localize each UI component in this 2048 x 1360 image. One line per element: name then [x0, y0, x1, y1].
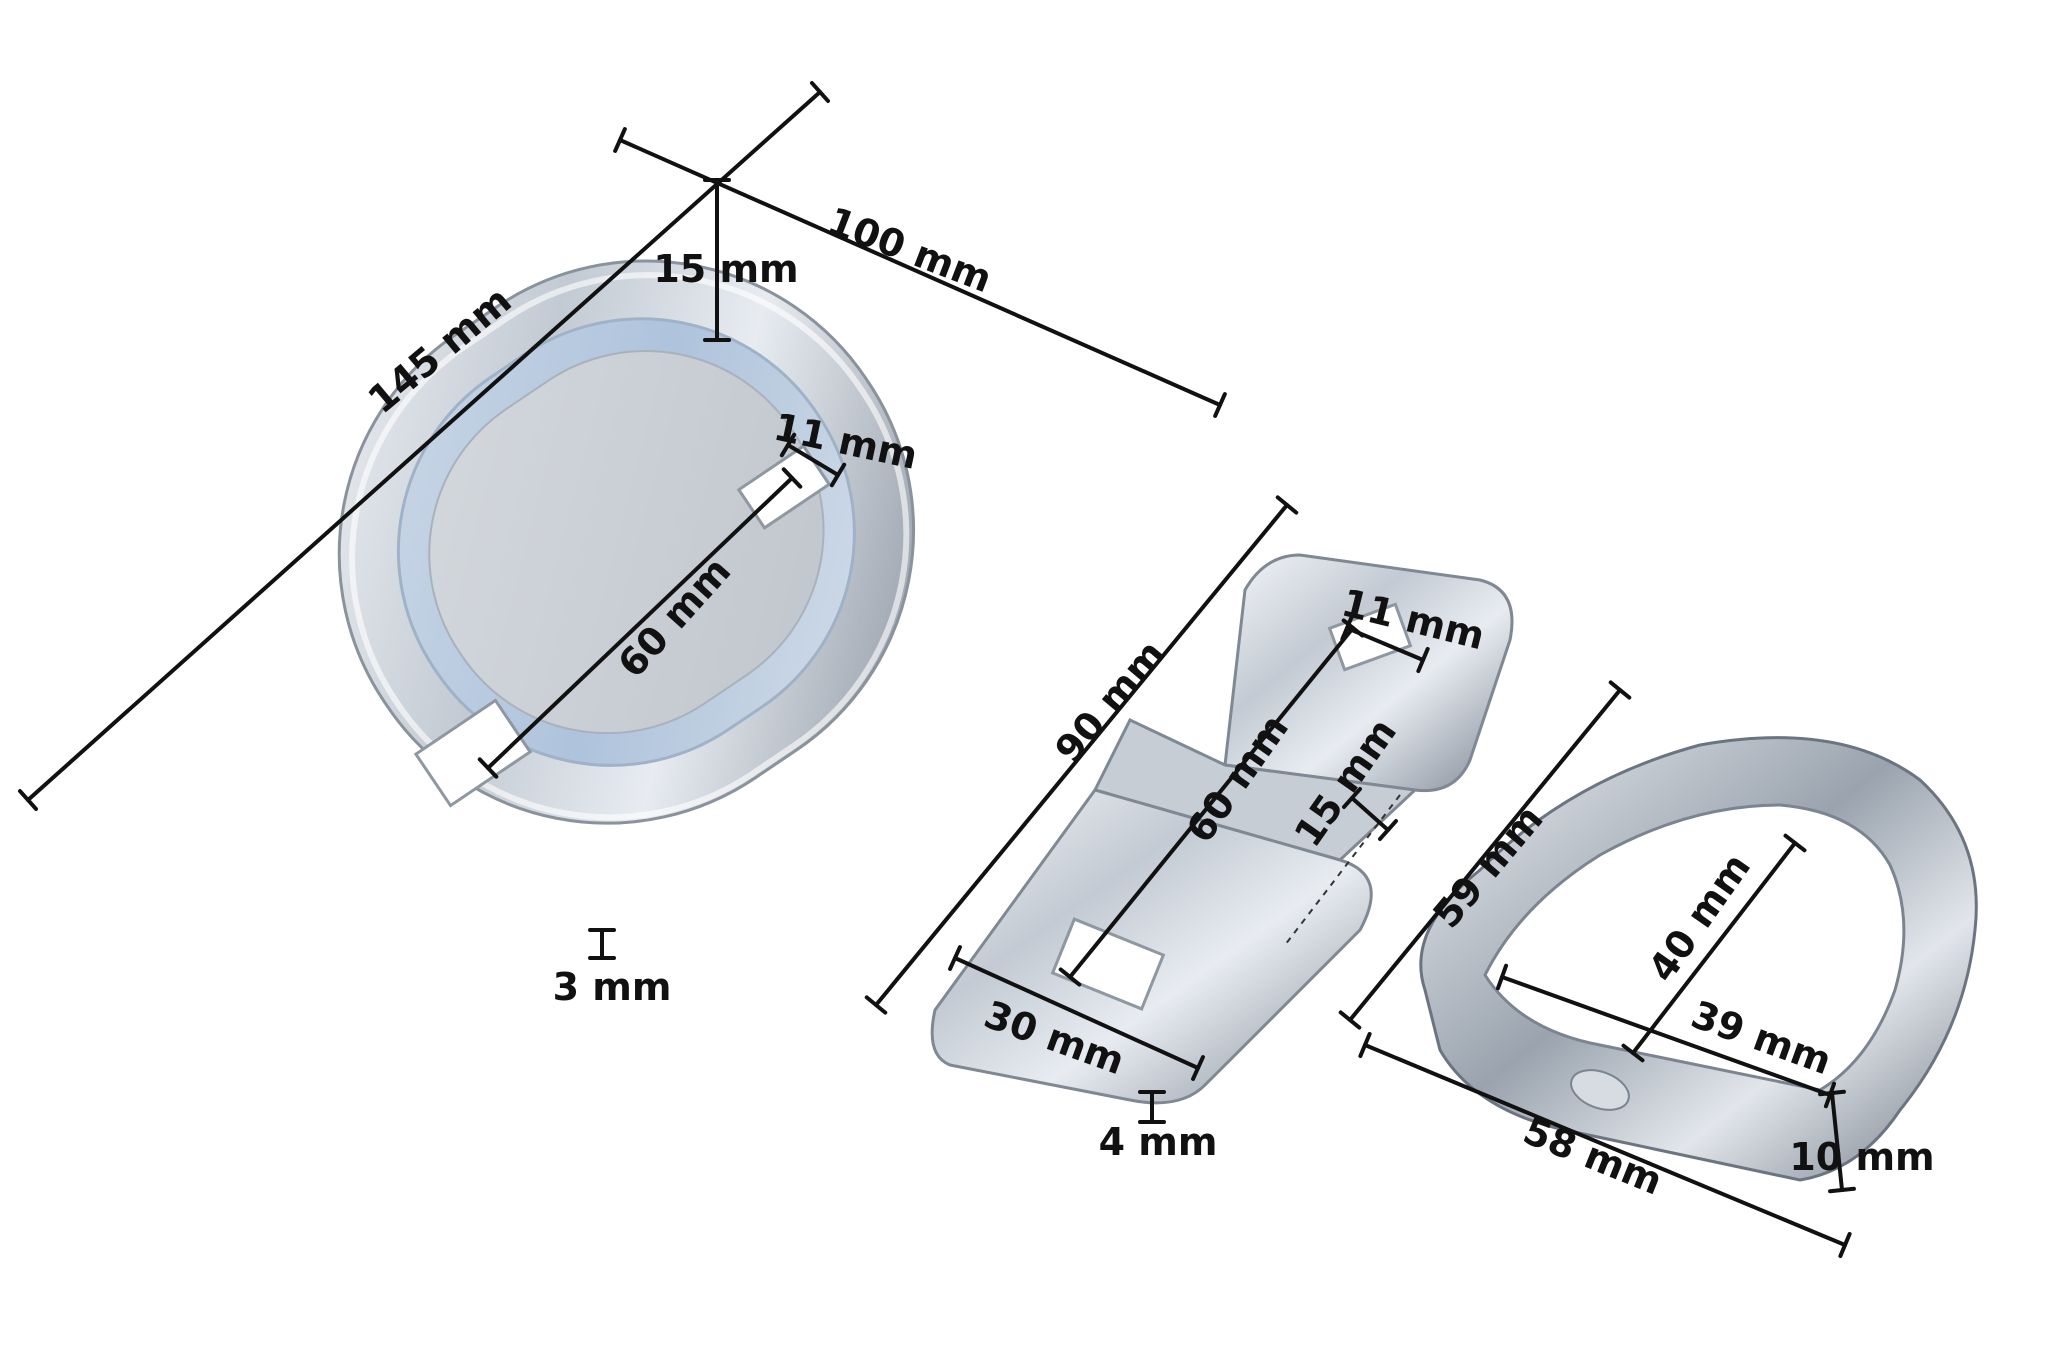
- dimension-lines: [18, 81, 1856, 1259]
- plate-thickness-dim: [588, 928, 616, 960]
- strap-offset-dim: [1342, 787, 1398, 841]
- ring-outer-width-dim-cap-end: [1838, 1231, 1852, 1259]
- ring-height-dim-cap-end: [1608, 680, 1632, 700]
- ring-height-dim-line: [1348, 688, 1622, 1022]
- ring-inner-width-dim-cap-start: [1495, 963, 1509, 991]
- plate-depth-dim: [703, 178, 731, 342]
- strap-offset-dim-cap-start: [1342, 787, 1362, 809]
- ring-height-dim-cap-start: [1338, 1010, 1362, 1030]
- ring-inner-height-dim-line: [1631, 841, 1797, 1055]
- plate-recess-floor: [428, 350, 825, 735]
- strap-thickness-label: 4 mm: [1099, 1120, 1218, 1164]
- plate-thickness-label: 3 mm: [553, 965, 672, 1009]
- plate-length-dim-cap-start: [18, 789, 38, 811]
- ring-height-dim: [1338, 680, 1632, 1030]
- ring-inner-height-dim-cap-end: [1783, 833, 1807, 853]
- plate-width-dim-cap-end: [1213, 392, 1227, 418]
- ring-outer-width-dim: [1358, 1031, 1852, 1259]
- bent-strap: [930, 553, 1514, 1105]
- strap-length-dim-cap-end: [1275, 495, 1299, 515]
- ring-wire-dim-line: [1830, 1091, 1844, 1192]
- plate-width-label: 100 mm: [822, 199, 998, 302]
- strap-width-dim: [948, 945, 1205, 1081]
- plate-slot-spacing-dim-cap-start: [477, 757, 499, 779]
- plate-depth-label: 15 mm: [653, 247, 798, 291]
- ring-wire-dim: [1818, 1089, 1856, 1194]
- d-ring-inner: [1483, 803, 1906, 1092]
- strap-slot-width-dim-cap-end: [1416, 646, 1430, 674]
- ring-outer-width-dim-line: [1363, 1043, 1847, 1247]
- plate-rim-edge: [349, 272, 910, 821]
- plate-slot-spacing-dim: [477, 467, 803, 779]
- plate-length-dim-line: [26, 90, 822, 802]
- strap-length-dim-cap-start: [864, 995, 888, 1015]
- d-ring: [1419, 736, 1978, 1182]
- strap-slot-spacing-dim-line: [1068, 626, 1355, 979]
- plate-slot-lower: [413, 698, 533, 808]
- plate-slot-width-dim-cap-start: [779, 432, 797, 458]
- strap-width-dim-cap-start: [948, 945, 962, 971]
- strap-slot-lower: [1050, 917, 1166, 1011]
- plate-slot-width-dim-cap-end: [829, 462, 847, 488]
- strap-length-dim-line: [874, 503, 1289, 1007]
- strap-slot-spacing-dim: [1058, 618, 1365, 987]
- strap-upper-tab: [1223, 553, 1514, 793]
- plate-length-dim-cap-end: [810, 81, 830, 103]
- d-ring-weld: [1570, 1069, 1630, 1111]
- strap-slot-spacing-dim-cap-end: [1341, 618, 1365, 638]
- plate-slot-spacing-dim-cap-end: [781, 467, 803, 489]
- strap-offset-dim-line: [1350, 796, 1390, 832]
- strap-thickness-dim: [1138, 1090, 1166, 1124]
- plate-width-dim-cap-start: [613, 127, 627, 153]
- ring-wire-label: 10 mm: [1789, 1135, 1934, 1179]
- ring-wire-dim-cap-start: [1818, 1089, 1846, 1097]
- ring-inner-width-dim-line: [1500, 975, 1832, 1097]
- plate-length-dim: [18, 81, 830, 811]
- plate-width-dim: [613, 127, 1227, 418]
- plate-slot-width-dim: [779, 432, 847, 488]
- strap-width-dim-cap-end: [1191, 1055, 1205, 1081]
- strap-slot-width-dim-cap-start: [1340, 614, 1354, 642]
- strap-slot-spacing-dim-cap-start: [1058, 967, 1082, 987]
- plate-width-dim-line: [618, 138, 1222, 407]
- strap-lower-tab: [930, 788, 1373, 1105]
- plate-slot-width-dim-line: [786, 443, 840, 477]
- recessed-pan-plate: [337, 259, 916, 825]
- plate-slot-spacing-dim-line: [486, 476, 794, 770]
- strap-offset-dim-cap-end: [1378, 819, 1398, 841]
- strap-offset-guide: [1284, 794, 1401, 946]
- strap-width-dim-line: [953, 956, 1200, 1070]
- ring-inner-height-dim-cap-start: [1621, 1043, 1645, 1063]
- ring-wire-dim-cap-end: [1828, 1186, 1856, 1194]
- strap-length-dim: [864, 495, 1299, 1015]
- ring-inner-height-dim: [1621, 833, 1807, 1063]
- ring-outer-width-dim-cap-start: [1358, 1031, 1372, 1059]
